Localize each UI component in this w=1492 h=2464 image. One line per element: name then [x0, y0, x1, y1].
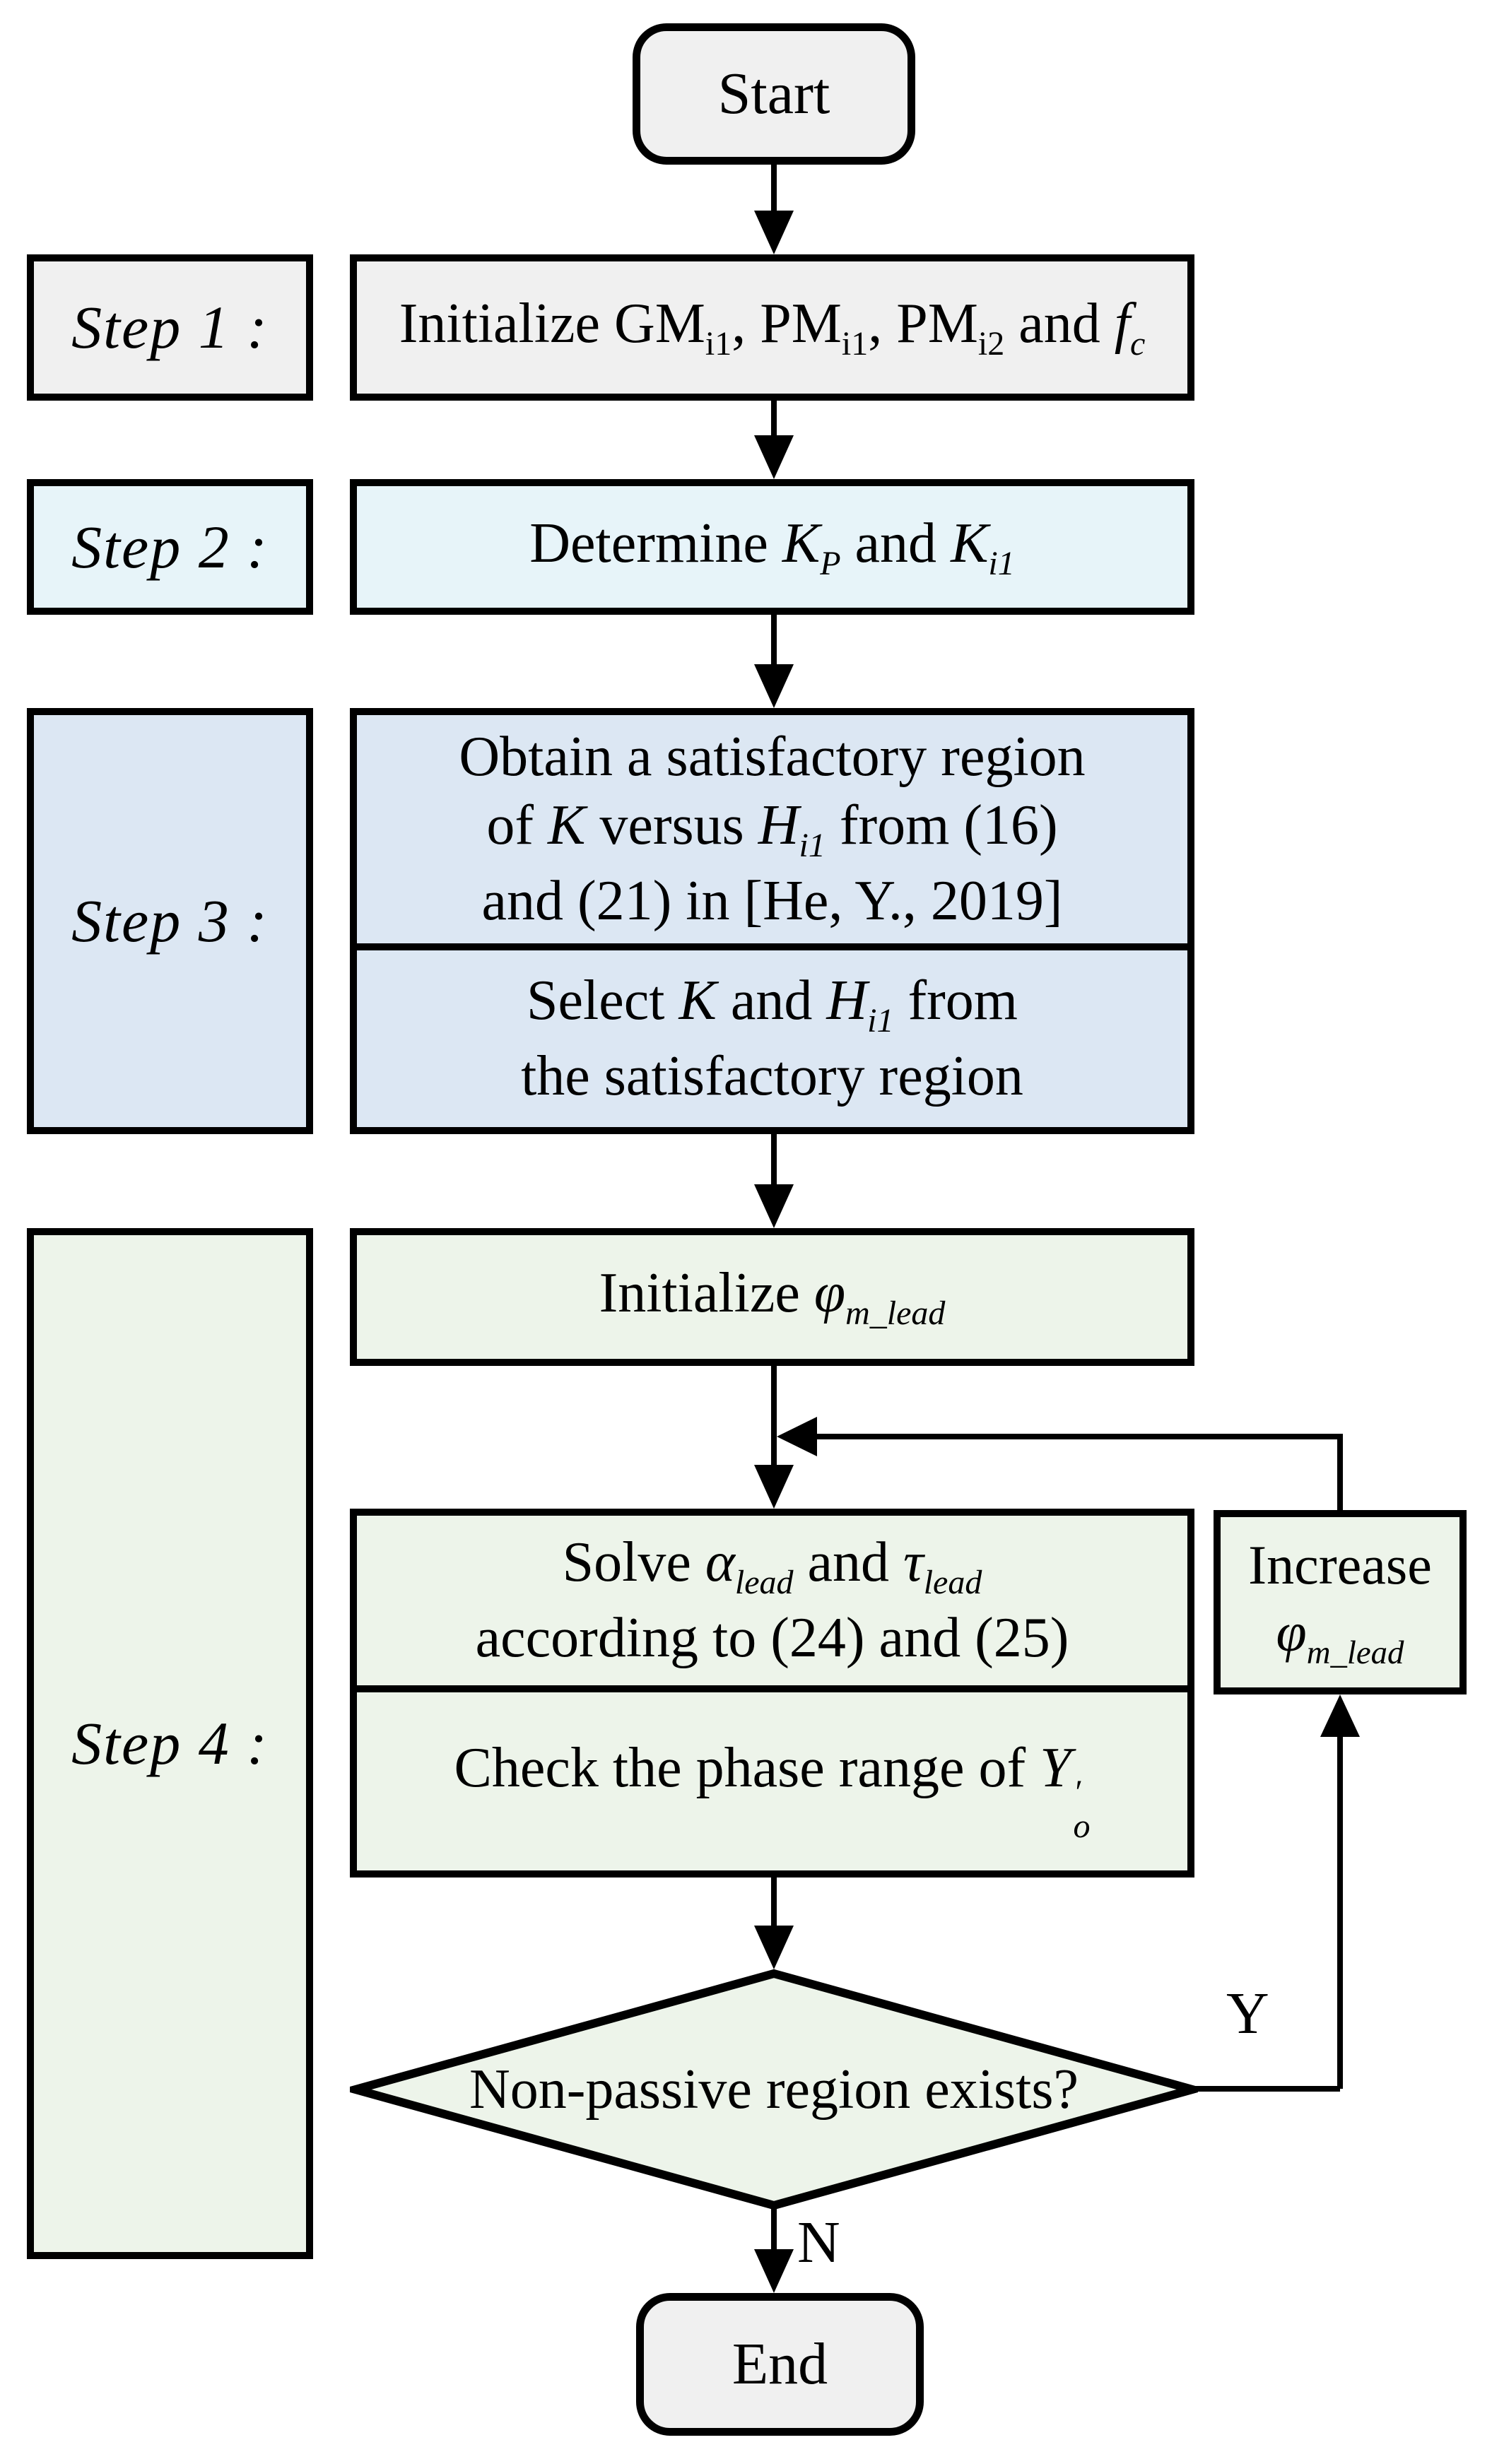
decision-label: Non-passive region exists? — [469, 2058, 1079, 2121]
connector-start-step1 — [771, 165, 777, 212]
step3-select-box: Select K and Hi1 from the satisfactory r… — [350, 950, 1194, 1134]
connector-step2-step3 — [771, 615, 777, 666]
arrowhead-start-step1 — [754, 211, 794, 254]
step3-side-label-text: Step 3 : — [71, 887, 269, 955]
step4-initialize-phi-box: Initialize φm_lead — [350, 1228, 1194, 1366]
yes-edge-label: Y — [1226, 1981, 1269, 2046]
step4-initialize-text: Initialize φm_lead — [599, 1262, 946, 1333]
step3-top-line1: Obtain a satisfactory region — [459, 725, 1086, 788]
start-label: Start — [717, 60, 830, 126]
step4-check-phase-box: Check the phase range of Y′o — [350, 1692, 1194, 1878]
step2-side-label-text: Step 2 : — [71, 512, 269, 581]
connector-step1-step2 — [771, 401, 777, 437]
increase-line1: Increase — [1248, 1533, 1432, 1596]
step1-side-label: Step 1 : — [27, 254, 313, 401]
step4-solve-line2: according to (24) and (25) — [475, 1606, 1069, 1669]
step1-text: Initialize GMi1, PMi1, PMi2 and fc — [399, 293, 1146, 363]
arrowhead-yes-increase — [1320, 1694, 1360, 1737]
step2-side-label: Step 2 : — [27, 479, 313, 615]
end-node: End — [636, 2293, 924, 2436]
connector-loop-vertical-top — [1337, 1437, 1343, 1510]
step3-top-line2: of K versus Hi1 from (16) — [486, 794, 1058, 865]
step3-bottom-line1: Select K and Hi1 from — [527, 969, 1018, 1040]
arrowhead-step3-step4 — [754, 1184, 794, 1228]
increase-phi-box: Increase φm_lead — [1214, 1510, 1467, 1694]
connector-loop-horizontal — [817, 1434, 1343, 1439]
arrowhead-loop-return — [777, 1417, 817, 1456]
connector-init-solve — [771, 1366, 777, 1466]
arrowhead-init-solve — [754, 1465, 794, 1509]
connector-check-decision — [771, 1878, 777, 1927]
arrowhead-check-decision — [754, 1926, 794, 1969]
step4-side-label: Step 4 : — [27, 1228, 313, 2259]
step2-text: Determine KP and Ki1 — [529, 512, 1015, 582]
connector-yes-vertical — [1337, 1735, 1343, 2089]
step4-solve-box: Solve αlead and τlead according to (24) … — [350, 1509, 1194, 1692]
arrowhead-step1-step2 — [754, 435, 794, 479]
step4-check-text: Check the phase range of Y′o — [454, 1737, 1091, 1846]
increase-line2: φm_lead — [1276, 1601, 1404, 1671]
no-edge-label: N — [797, 2210, 840, 2275]
start-node: Start — [633, 23, 915, 165]
step3-obtain-region-box: Obtain a satisfactory region of K versus… — [350, 708, 1194, 950]
connector-no-end — [771, 2208, 777, 2251]
step3-bottom-line2: the satisfactory region — [521, 1044, 1023, 1107]
step4-side-label-text: Step 4 : — [71, 1709, 269, 1778]
step2-process-box: Determine KP and Ki1 — [350, 479, 1194, 615]
arrowhead-step2-step3 — [754, 664, 794, 708]
step1-side-label-text: Step 1 : — [71, 293, 269, 362]
step1-process-box: Initialize GMi1, PMi1, PMi2 and fc — [350, 254, 1194, 401]
step3-side-label: Step 3 : — [27, 708, 313, 1134]
connector-step3-step4 — [771, 1134, 777, 1186]
arrowhead-no-end — [754, 2249, 794, 2293]
diamond-polygon — [350, 1969, 1198, 2210]
connector-yes-horizontal — [1190, 2086, 1340, 2092]
step4-solve-line1: Solve αlead and τlead — [562, 1531, 982, 1602]
end-label: End — [732, 2330, 828, 2397]
diamond-shape-svg — [350, 1969, 1198, 2210]
decision-diamond: Non-passive region exists? — [350, 1968, 1198, 2211]
step3-top-line3: and (21) in [He, Y., 2019] — [481, 869, 1063, 932]
